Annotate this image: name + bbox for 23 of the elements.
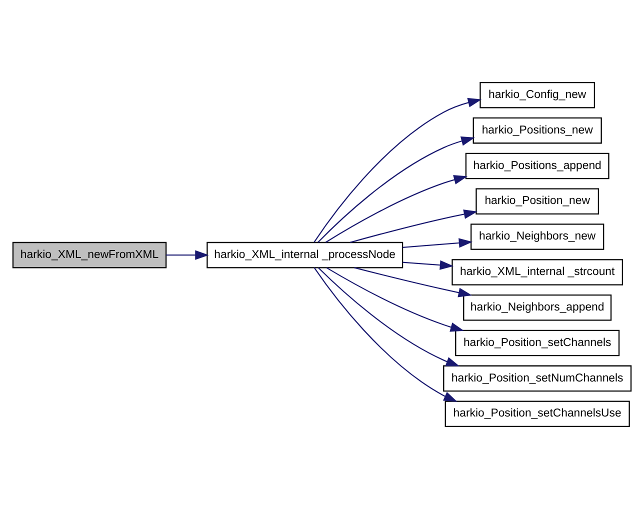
arrow — [350, 209, 478, 243]
node-box: harkio_Position_new — [476, 188, 600, 215]
arrow — [402, 260, 454, 270]
node-box: harkio_Position_setNumChannels — [443, 365, 632, 392]
arrow — [318, 267, 460, 366]
node-box: harkio_XML_newFromXML — [12, 242, 167, 268]
arrow — [314, 267, 458, 402]
node-box: harkio_Neighbors_new — [470, 224, 604, 250]
arrow — [325, 175, 468, 243]
arrow — [326, 267, 464, 332]
arrow — [166, 250, 209, 260]
node-box: harkio_Config_new — [480, 82, 596, 108]
node-box: harkio_XML_internal _strcount — [452, 259, 624, 286]
arrow — [354, 267, 472, 298]
arrow — [314, 98, 482, 243]
node-box: harkio_Positions_new — [472, 117, 602, 144]
arrow — [318, 136, 475, 243]
node-box: harkio_Position_setChannels — [455, 330, 620, 356]
node-box: harkio_Neighbors_append — [463, 294, 612, 321]
node-box: harkio_XML_internal _processNode — [206, 242, 404, 268]
arrow — [402, 238, 473, 248]
node-box: harkio_Positions_append — [465, 152, 610, 180]
node-box: harkio_Position_setChannelsUse — [444, 400, 630, 427]
